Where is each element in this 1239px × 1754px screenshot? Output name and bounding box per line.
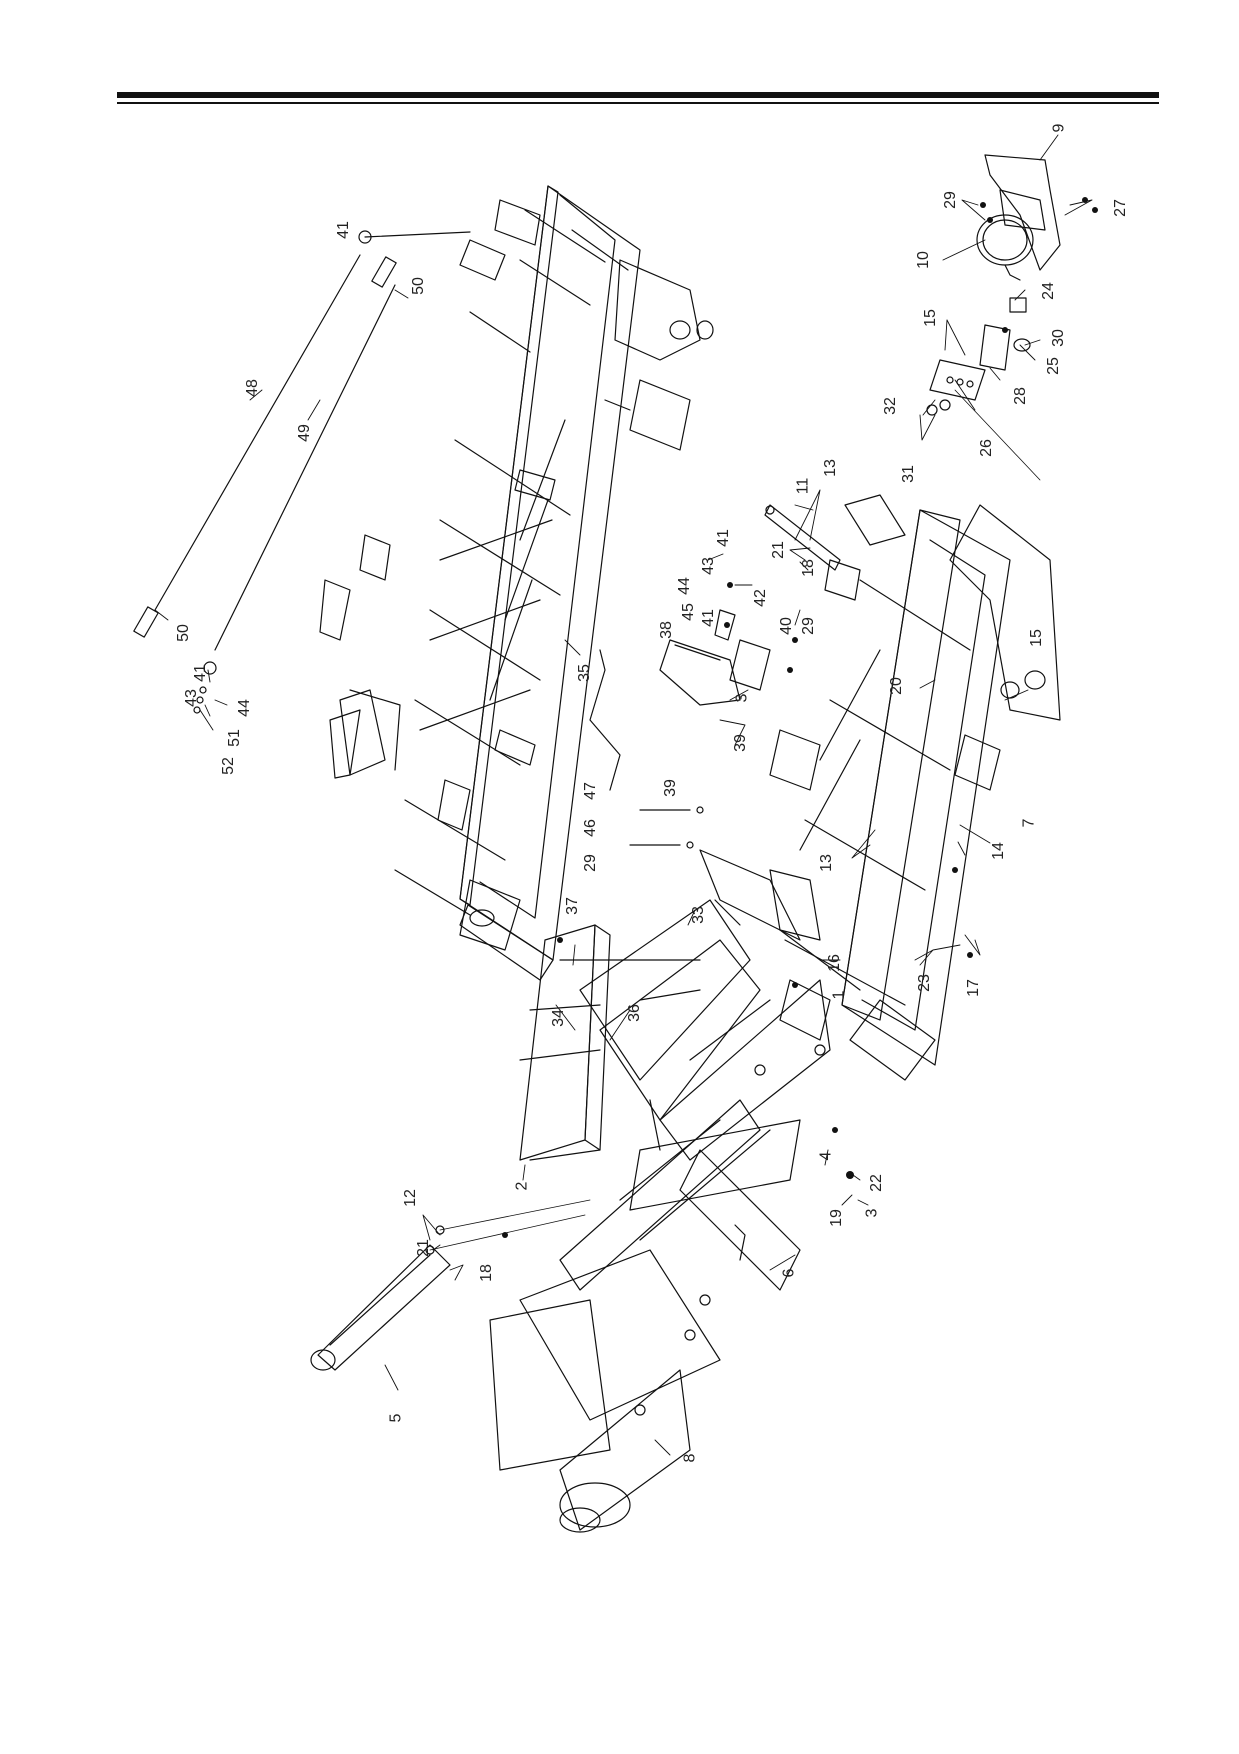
callout-23: 23 [915,974,933,992]
callout-43b: 43 [182,689,200,707]
callout-35: 35 [575,664,593,682]
callout-47: 47 [581,782,599,800]
callout-10: 10 [914,251,932,269]
callout-20: 20 [887,677,905,695]
callout-12: 12 [401,1189,419,1207]
callout-17: 17 [964,979,982,997]
callout-15b: 15 [1027,629,1045,647]
callout-13: 13 [821,459,839,477]
middle-frame-assembly [729,494,1061,1081]
callout-27: 27 [1111,199,1129,217]
callout-15: 15 [921,309,939,327]
callout-41c: 41 [334,221,352,239]
callout-28: 28 [1011,387,1029,405]
callout-29: 29 [941,191,959,209]
callout-44: 44 [675,577,693,595]
callout-31: 31 [899,465,917,483]
callout-33: 33 [689,906,707,924]
upper-frame-assembly [319,185,714,981]
callout-41d: 41 [191,664,209,682]
callout-50: 50 [409,277,427,295]
callout-25: 25 [1044,357,1062,375]
callout-29c: 29 [581,854,599,872]
lower-frame-assembly [489,849,861,1533]
callout-19: 19 [827,1209,845,1227]
callout-9: 9 [1050,123,1068,133]
callout-7: 7 [1020,818,1038,828]
callout-4: 4 [817,1151,835,1161]
arm-part-5 [310,1199,591,1371]
callout-40: 40 [777,617,795,635]
hardware-points [502,197,1098,1238]
callout-11: 11 [794,477,812,495]
callout-46: 46 [581,819,599,837]
callout-21b: 21 [414,1239,432,1257]
callout-52: 52 [219,757,237,775]
callout-22: 22 [867,1174,885,1192]
callout-41b: 41 [699,609,717,627]
callout-18: 18 [799,559,817,577]
callout-37: 37 [563,897,581,915]
leader-lines [154,134,1093,1456]
callout-48: 48 [243,379,261,397]
callout-32: 32 [881,397,899,415]
callout-24: 24 [1039,282,1057,300]
callout-21: 21 [769,541,787,559]
callout-39b: 39 [661,779,679,797]
callout-44b: 44 [235,699,253,717]
arm-and-bracket-parts [589,504,841,849]
header-rule-thin [117,102,1159,104]
callout-1: 1 [830,990,848,1000]
callout-14: 14 [989,842,1007,860]
callout-18b: 18 [477,1264,495,1282]
callout-2: 2 [513,1181,531,1191]
callout-43: 43 [699,557,717,575]
callout-8: 8 [681,1453,699,1463]
upper-right-hitch-parts [926,154,1061,481]
callout-30: 30 [1049,329,1067,347]
callout-51: 51 [225,729,243,747]
callout-34: 34 [549,1009,567,1027]
callout-26: 26 [977,439,995,457]
callout-49: 49 [295,424,313,442]
callout-13b: 13 [817,854,835,872]
callout-50b: 50 [174,624,192,642]
header-rule-thick [117,92,1159,98]
callout-38: 38 [657,621,675,639]
callout-36: 36 [625,1004,643,1022]
callout-45: 45 [679,603,697,621]
callout-3b: 3 [863,1208,881,1218]
callout-5: 5 [387,1413,405,1423]
callout-41: 41 [714,529,732,547]
callout-39: 39 [731,734,749,752]
callout-29b: 29 [799,617,817,635]
callout-42: 42 [751,589,769,607]
callout-6: 6 [780,1268,798,1278]
callout-3: 3 [733,693,751,703]
callout-16: 16 [825,954,843,972]
